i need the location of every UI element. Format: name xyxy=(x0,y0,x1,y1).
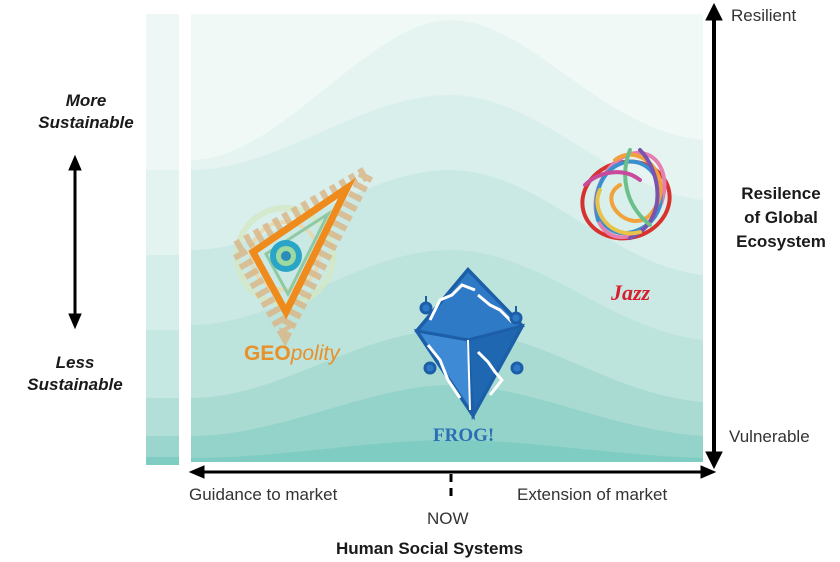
resilient-label: Resilient xyxy=(731,6,797,25)
left-sustainability-arrow xyxy=(68,154,82,330)
more-sustainable-line-2: Sustainable xyxy=(38,113,134,132)
band-6 xyxy=(191,385,703,462)
more-sustainable-label: More Sustainable xyxy=(11,90,161,134)
left-strip xyxy=(146,14,179,465)
less-sustainable-label: Less Sustainable xyxy=(0,352,150,396)
bottom-market-arrow xyxy=(188,465,717,479)
resilience-title: Resilence of Global Ecosystem xyxy=(722,182,840,254)
jazz-icon xyxy=(580,148,672,241)
geopolity-suffix: polity xyxy=(290,342,340,365)
jazz-label: Jazz xyxy=(611,280,651,305)
vulnerable-label: Vulnerable xyxy=(729,427,810,446)
geopolity-icon xyxy=(227,153,386,347)
resilience-title-line-1: Resilence xyxy=(741,184,821,203)
guidance-to-market-label: Guidance to market xyxy=(189,485,338,504)
more-sustainable-line-1: More xyxy=(65,91,107,110)
geopolity-prefix: GEO xyxy=(244,342,291,365)
band-7 xyxy=(191,440,703,462)
resilience-title-line-3: Ecosystem xyxy=(736,232,826,251)
resilience-title-line-2: of Global xyxy=(744,208,818,227)
less-sustainable-line-1: Less xyxy=(55,353,95,372)
human-social-systems-title: Human Social Systems xyxy=(336,539,524,558)
right-resilience-arrow xyxy=(705,2,723,470)
now-label: NOW xyxy=(427,509,469,528)
less-sustainable-line-2: Sustainable xyxy=(27,375,123,394)
extension-of-market-label: Extension of market xyxy=(517,485,668,504)
frog-label: FROG! xyxy=(433,425,495,446)
frog-icon xyxy=(413,267,525,421)
geopolity-label: GEOpolity xyxy=(244,342,340,366)
